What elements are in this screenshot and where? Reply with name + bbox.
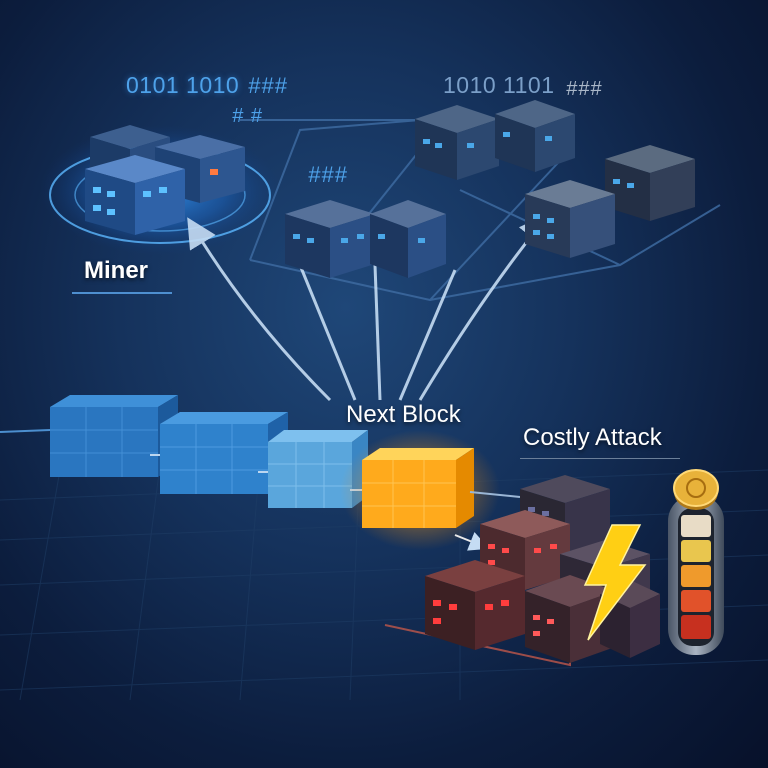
cost-gauge-icon [668, 495, 724, 655]
costly-attack-underline [520, 458, 680, 459]
blockchain [50, 395, 521, 551]
chain-block-1 [50, 395, 178, 477]
network-hash: ### [566, 78, 603, 100]
network-hash-mid: ### [308, 162, 348, 187]
gauge-level-5 [681, 615, 711, 639]
gauge-level-3 [681, 565, 711, 587]
floor-grid [0, 450, 768, 701]
miner-binary-code: 0101 1010 [126, 72, 240, 98]
miner-hash-small: # # [232, 105, 263, 127]
chain-start-line [0, 429, 51, 433]
next-block [362, 448, 474, 528]
costly-attack-label: Costly Attack [523, 424, 662, 451]
miner-label: Miner [84, 257, 149, 284]
miner-label-underline [72, 292, 172, 294]
lightning-bolt-icon [583, 524, 647, 641]
chain-block-3 [268, 430, 368, 508]
coin-icon [673, 469, 719, 510]
network-servers [285, 100, 695, 278]
gauge-level-4 [681, 590, 711, 612]
next-block-label: Next Block [346, 401, 461, 428]
miner-servers [85, 125, 245, 235]
network-binary-code: 1010 1101 [443, 72, 555, 98]
miner-hash: ### [248, 73, 288, 98]
gauge-level-1 [681, 515, 711, 537]
gauge-level-2 [681, 540, 711, 562]
